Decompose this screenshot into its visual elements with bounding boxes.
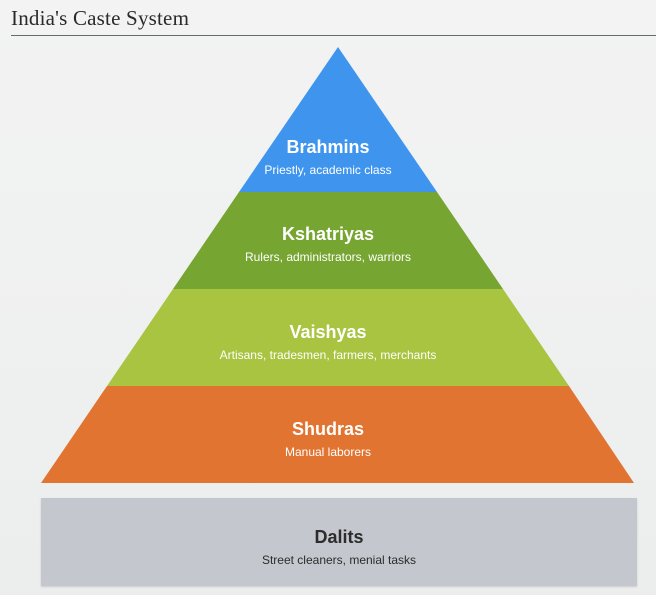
tier-brahmins-name: Brahmins	[286, 137, 370, 157]
dalits-description: Street cleaners, menial tasks	[261, 553, 417, 567]
tier-brahmins-shape	[239, 47, 437, 192]
tier-shudras: Shudras Manual laborers	[0, 418, 656, 460]
title-divider	[11, 35, 656, 36]
tier-kshatriyas-shape	[173, 192, 503, 289]
tier-shudras-name: Shudras	[291, 419, 365, 439]
tier-brahmins-description: Priestly, academic class	[264, 163, 392, 177]
tier-shudras-description: Manual laborers	[284, 445, 372, 459]
dalits-box: Dalits Street cleaners, menial tasks	[41, 498, 637, 586]
tier-vaishyas-shape	[107, 289, 569, 386]
tier-kshatriyas-description: Rulers, administrators, warriors	[244, 250, 412, 264]
tier-shudras-shape	[41, 386, 634, 483]
tier-vaishyas-name: Vaishyas	[289, 322, 367, 342]
tier-vaishyas-description: Artisans, tradesmen, farmers, merchants	[219, 348, 437, 362]
tier-kshatriyas: Kshatriyas Rulers, administrators, warri…	[0, 223, 656, 265]
tier-brahmins: Brahmins Priestly, academic class	[0, 136, 656, 178]
diagram-title: India's Caste System	[11, 6, 190, 30]
dalits-label: Dalits Street cleaners, menial tasks	[41, 526, 637, 568]
tier-kshatriyas-name: Kshatriyas	[281, 224, 375, 244]
dalits-name: Dalits	[314, 527, 364, 547]
tier-vaishyas: Vaishyas Artisans, tradesmen, farmers, m…	[0, 321, 656, 363]
